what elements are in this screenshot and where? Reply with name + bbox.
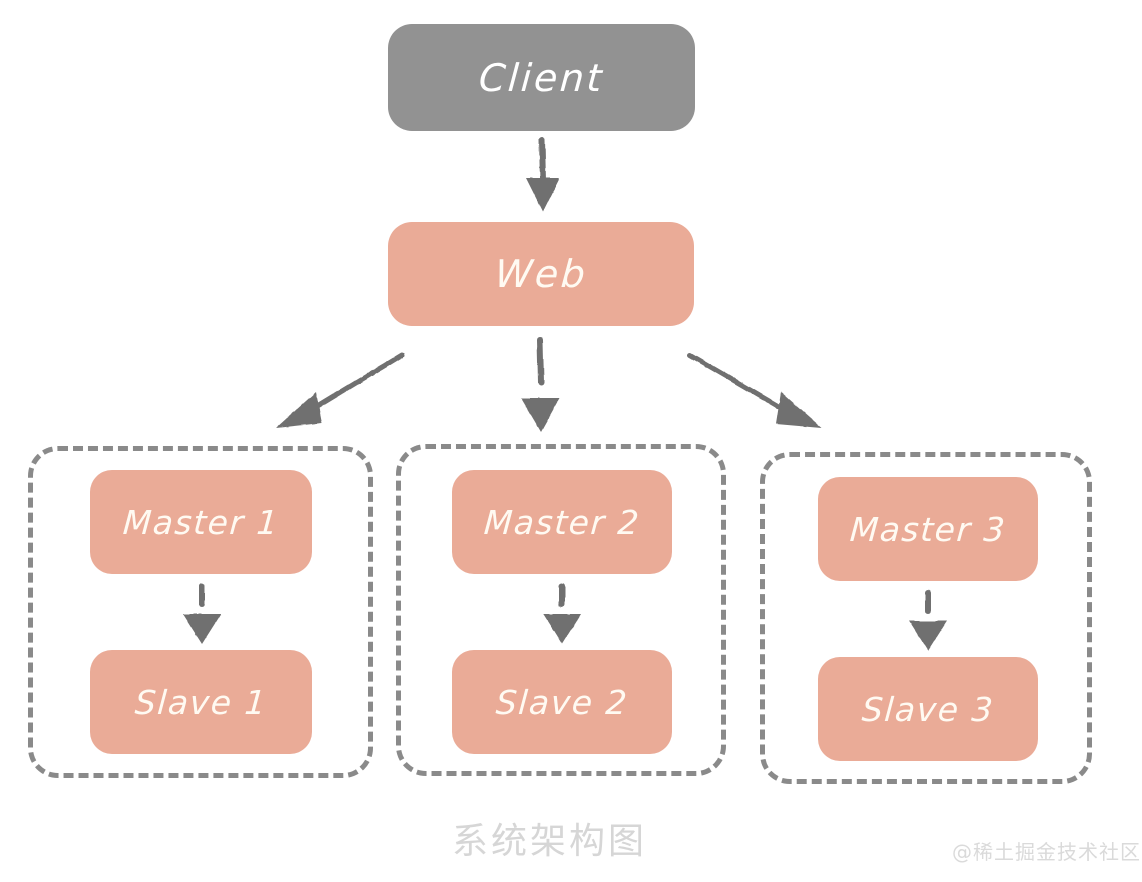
group-shard-1 [28, 446, 373, 778]
node-slave-3-label: Slave 3 [860, 689, 996, 729]
node-master-2[interactable]: Master 2 [452, 470, 672, 574]
group-shard-2 [396, 444, 726, 776]
node-client[interactable]: Client [388, 24, 695, 131]
node-web-label: Web [493, 252, 589, 296]
arrow-client-to-web [526, 137, 560, 212]
diagram-caption: 系统架构图 [452, 821, 648, 862]
node-slave-2-label: Slave 2 [494, 682, 630, 722]
node-web[interactable]: Web [388, 222, 694, 326]
node-master-1-label: Master 1 [121, 502, 281, 542]
node-master-2-label: Master 2 [482, 502, 642, 542]
node-slave-3[interactable]: Slave 3 [818, 657, 1038, 761]
node-master-1[interactable]: Master 1 [90, 470, 312, 574]
group-shard-3 [760, 452, 1092, 784]
arrow-web-to-master-2 [521, 337, 560, 432]
node-slave-1[interactable]: Slave 1 [90, 650, 312, 754]
node-master-3[interactable]: Master 3 [818, 477, 1038, 581]
watermark: @稀土掘金技术社区 [952, 840, 1141, 864]
node-slave-1-label: Slave 1 [133, 682, 269, 722]
node-client-label: Client [477, 55, 606, 100]
arrow-web-to-master-1 [276, 352, 405, 428]
node-slave-2[interactable]: Slave 2 [452, 650, 672, 754]
arrow-web-to-master-3 [687, 352, 822, 428]
node-master-3-label: Master 3 [848, 509, 1008, 549]
